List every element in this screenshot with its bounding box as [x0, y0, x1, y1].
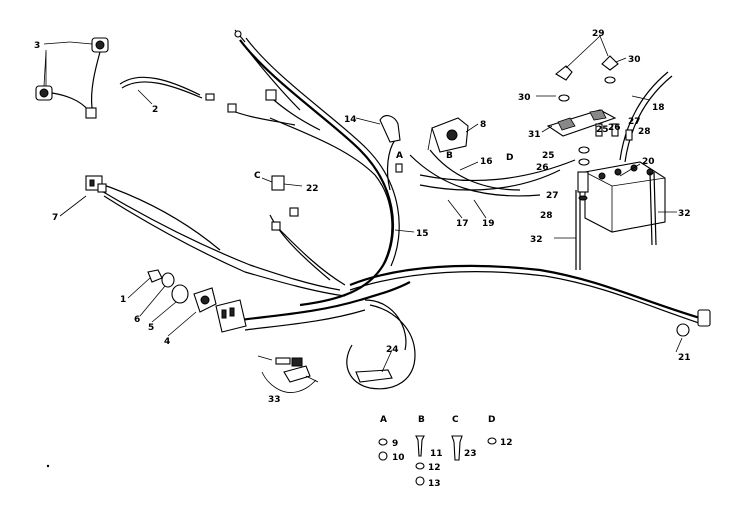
- callout-33: 33: [268, 395, 281, 405]
- callout-26: 26: [536, 163, 549, 173]
- callout-19: 19: [482, 219, 495, 229]
- legend-C-item-23: 23: [464, 449, 477, 459]
- wing-nut-part-29: [555, 55, 619, 102]
- callout-32-right: 32: [678, 209, 691, 219]
- callout-25: 25: [542, 151, 555, 161]
- letter-markers: A B C D: [254, 151, 513, 181]
- hold-down-part-31: [546, 109, 617, 137]
- callout-15: 15: [416, 229, 429, 239]
- legend-A-item-10: 10: [392, 453, 405, 463]
- legend-A-item-9: 9: [392, 439, 398, 449]
- callout-6: 6: [134, 315, 140, 325]
- callout-22: 22: [306, 184, 319, 194]
- hardware-legend: A 9 10 B 11 12 13 C 23 D 12: [378, 415, 513, 489]
- fuse-holder-part-24: [355, 369, 393, 383]
- leader-lines: [43, 35, 683, 393]
- callout-31: 31: [528, 130, 541, 140]
- callout-20: 20: [642, 157, 655, 167]
- connector-part-21: [676, 309, 711, 337]
- marker-A: A: [396, 151, 403, 161]
- fuse-part-33: [257, 355, 319, 383]
- legend-B-item-12: 12: [428, 463, 441, 473]
- main-connector-plug: [215, 299, 247, 333]
- callout-26-b: 26: [608, 123, 621, 133]
- marker-B: B: [446, 151, 453, 161]
- washer-9-icon: [378, 438, 388, 446]
- callout-24: 24: [386, 345, 399, 355]
- callout-28: 28: [540, 211, 553, 221]
- washer-10-icon: [378, 451, 388, 461]
- connector-part-7: [85, 175, 107, 193]
- legend-B-item-11: 11: [430, 449, 443, 459]
- callout-3: 3: [34, 41, 40, 51]
- lock-washer-12-icon: [415, 462, 425, 470]
- callout-32-left: 32: [530, 235, 543, 245]
- callout-14: 14: [344, 115, 357, 125]
- callout-21: 21: [678, 353, 691, 363]
- callout-1: 1: [120, 295, 126, 305]
- callout-16: 16: [480, 157, 493, 167]
- legend-A-letter: A: [380, 415, 387, 425]
- key-switch-group-1-6-5-4: [147, 269, 217, 313]
- callout-numbers: 3 2 7 1 6 5 4 14 8 22 15 16 17 19 29 30 …: [34, 29, 691, 405]
- bulb-socket-part-3: [35, 37, 109, 119]
- callout-17: 17: [456, 219, 469, 229]
- callout-5: 5: [148, 323, 154, 333]
- legend-D-letter: D: [488, 415, 495, 425]
- boot-part-14: [379, 115, 401, 143]
- callout-2: 2: [152, 105, 158, 115]
- callout-30-left: 30: [518, 93, 531, 103]
- screw-23-icon: [451, 435, 463, 461]
- callout-29: 29: [592, 29, 605, 39]
- callout-27-b: 27: [628, 117, 641, 127]
- screw-11-icon: [415, 435, 425, 457]
- small-connectors: [205, 30, 403, 231]
- callout-25-b: 25: [596, 125, 609, 135]
- hold-down-rod-part-32: [575, 171, 657, 270]
- main-harness: [94, 29, 703, 390]
- legend-D-item-12: 12: [500, 438, 513, 448]
- relay-part-8: [427, 117, 469, 153]
- legend-B-letter: B: [418, 415, 425, 425]
- stray-dot: [46, 464, 50, 468]
- callout-4: 4: [164, 337, 170, 347]
- battery-part-20: [584, 161, 666, 233]
- terminal-hardware-25-28: [577, 123, 633, 201]
- callout-7: 7: [52, 213, 58, 223]
- callout-27: 27: [546, 191, 559, 201]
- legend-B-item-13: 13: [428, 479, 441, 489]
- callout-28-b: 28: [638, 127, 651, 137]
- nut-13-icon: [415, 476, 425, 486]
- lock-washer-12-d-icon: [487, 437, 497, 445]
- callout-18: 18: [652, 103, 665, 113]
- marker-D: D: [506, 153, 513, 163]
- clip-part-22: [261, 175, 285, 191]
- callout-8: 8: [480, 120, 486, 130]
- callout-30-right: 30: [628, 55, 641, 65]
- legend-C-letter: C: [452, 415, 459, 425]
- marker-C: C: [254, 171, 261, 181]
